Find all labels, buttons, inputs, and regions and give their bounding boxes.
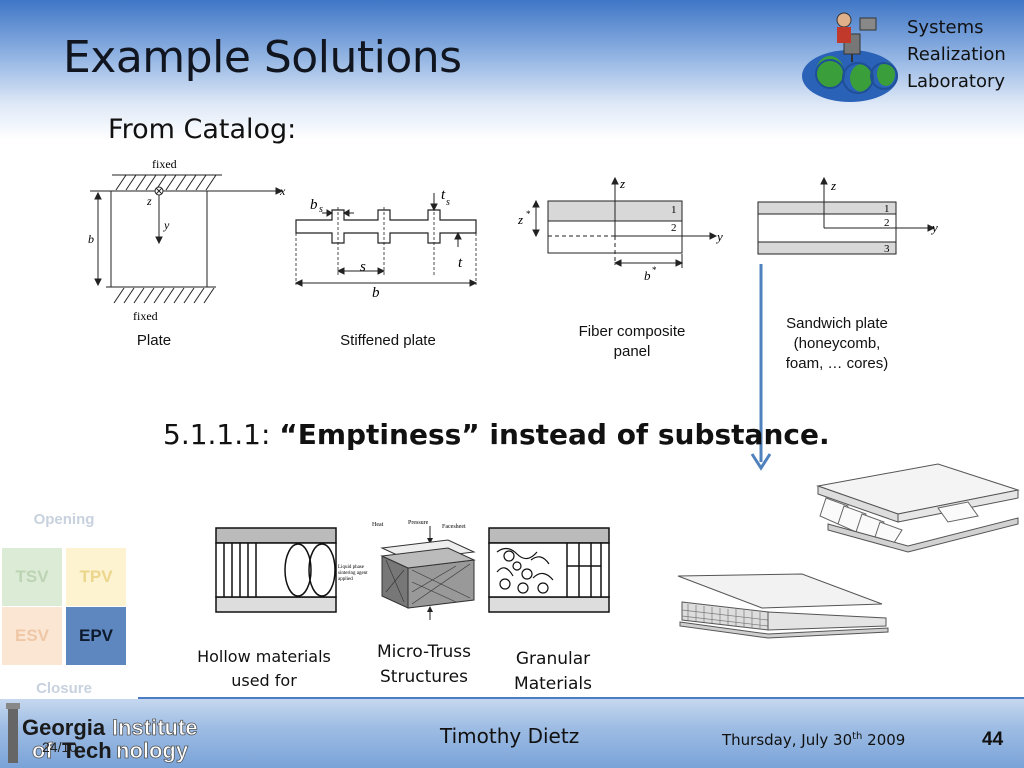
- nav-box-tpv[interactable]: TPV: [66, 548, 126, 606]
- x-axis-label: x: [279, 184, 286, 198]
- caption-line: Granular: [515, 649, 591, 669]
- principle-text: “Emptiness” instead of substance.: [279, 418, 830, 451]
- granular-materials-figure: [488, 527, 610, 613]
- heat-label: Heat: [372, 522, 384, 528]
- caption-line: Fiber composite: [578, 323, 686, 340]
- z-axis-label: z: [619, 176, 625, 191]
- fixed-bottom-label: fixed: [133, 309, 158, 323]
- nav-box-label: EPV: [78, 626, 114, 645]
- nav-box-epv[interactable]: EPV: [66, 607, 126, 665]
- principle-prefix: 5.1.1.1:: [163, 418, 280, 451]
- facesheet-label: Facesheet: [442, 524, 466, 530]
- logo-institute: Institute: [112, 715, 198, 740]
- logo-georgia: Georgia: [22, 715, 106, 740]
- micro-truss-caption: Micro-Truss Structures: [360, 640, 488, 690]
- stiffened-plate-diagram: b s t s s t b: [294, 187, 478, 301]
- layer-2-label: 2: [671, 222, 677, 234]
- bstar-sup: *: [652, 265, 657, 275]
- logo-of: of: [32, 738, 53, 763]
- liquid-label: applied: [338, 577, 353, 582]
- b-label: b: [372, 285, 380, 301]
- micro-truss-figure: Heat Pressure Facesheet Liquid phase sin…: [338, 520, 476, 620]
- caption-line: used for: [231, 671, 297, 690]
- sandwich-plate-diagram: z y 1 2 3: [757, 176, 938, 255]
- bs-sub-label: s: [319, 204, 323, 215]
- t-label: t: [458, 255, 463, 271]
- caption-line: Structures: [380, 667, 468, 687]
- lab-name: Systems Realization Laboratory: [907, 14, 1006, 95]
- hollow-materials-figure: [215, 527, 337, 613]
- plate-diagram: fixed x z y b fixed: [88, 157, 286, 323]
- lab-name-line: Laboratory: [907, 71, 1006, 92]
- caption-line: panel: [613, 343, 651, 360]
- layer-3-label: 3: [884, 243, 890, 255]
- subtitle: From Catalog:: [108, 114, 297, 145]
- presentation-date: Thursday, July 30th 2009: [722, 731, 905, 749]
- georgia-tech-logo: Georgia Institute of Tech nology: [6, 703, 198, 763]
- caption-line: (honeycomb,: [793, 335, 881, 352]
- liquid-label: Liquid phase: [338, 565, 365, 570]
- nav-box-label: TPV: [79, 567, 113, 586]
- sandwich-plate-caption: Sandwich plate (honeycomb, foam, … cores…: [768, 314, 906, 374]
- ts-label: t: [441, 187, 446, 203]
- caption-line: Materials: [514, 674, 592, 694]
- lab-name-line: Systems: [907, 17, 984, 38]
- principle-statement: 5.1.1.1: “Emptiness” instead of substanc…: [163, 418, 830, 451]
- honeycomb-panel-image: [816, 463, 1020, 553]
- fixed-top-label: fixed: [152, 157, 177, 171]
- date-year: 2009: [862, 731, 906, 749]
- z-axis-label: z: [146, 194, 152, 208]
- layer-2-label: 2: [884, 217, 890, 229]
- plate-caption: Plate: [136, 332, 172, 349]
- nav-box-tsv[interactable]: TSV: [2, 548, 62, 606]
- date-suffix-sup: th: [852, 731, 863, 742]
- nav-closure-label[interactable]: Closure: [36, 680, 92, 697]
- caption-line: Hollow materials: [197, 647, 331, 666]
- bs-label: b: [310, 197, 318, 213]
- liquid-label: sintering agent: [338, 571, 368, 576]
- y-axis-label: y: [930, 220, 938, 235]
- b-label: b: [88, 232, 94, 246]
- footer-bar: [0, 699, 1024, 768]
- nav-box-label: TSV: [15, 567, 49, 586]
- s-label: s: [360, 259, 366, 275]
- grid-panel-image: [677, 573, 889, 639]
- slide-title: Example Solutions: [63, 32, 462, 83]
- nav-box-label: ESV: [14, 626, 50, 645]
- slide-number: 44: [982, 729, 1004, 750]
- caption-line: Micro-Truss: [376, 642, 471, 662]
- y-axis-label: y: [715, 229, 723, 244]
- logo-nology: nology: [116, 738, 189, 763]
- fiber-composite-caption: Fiber composite panel: [560, 322, 704, 362]
- zstar-label: z: [517, 212, 523, 227]
- fiber-composite-diagram: z y z * b * 1 2: [517, 176, 723, 283]
- caption-line: Sandwich plate: [786, 315, 888, 332]
- nav-box-esv[interactable]: ESV: [2, 607, 62, 665]
- ts-sub-label: s: [446, 197, 450, 208]
- srl-logo: [802, 12, 898, 102]
- caption-line: foam, … cores): [785, 355, 889, 372]
- layer-1-label: 1: [884, 203, 890, 215]
- down-arrow-icon: [750, 264, 772, 471]
- nav-opening-label[interactable]: Opening: [33, 511, 95, 528]
- logo-tech: Tech: [62, 738, 112, 763]
- bstar-label: b: [644, 268, 651, 283]
- zstar-sup: *: [526, 209, 531, 219]
- stiffened-plate-caption: Stiffened plate: [340, 332, 436, 349]
- y-axis-label: y: [163, 218, 170, 232]
- layer-1-label: 1: [671, 204, 677, 216]
- granular-materials-caption: Granular Materials: [500, 647, 606, 697]
- lab-name-line: Realization: [907, 44, 1006, 65]
- date-main: Thursday, July 30: [722, 731, 853, 749]
- z-axis-label: z: [830, 178, 836, 193]
- presenter-name: Timothy Dietz: [440, 724, 580, 748]
- slide-code: 24/10: [42, 739, 78, 755]
- pressure-label: Pressure: [408, 520, 429, 526]
